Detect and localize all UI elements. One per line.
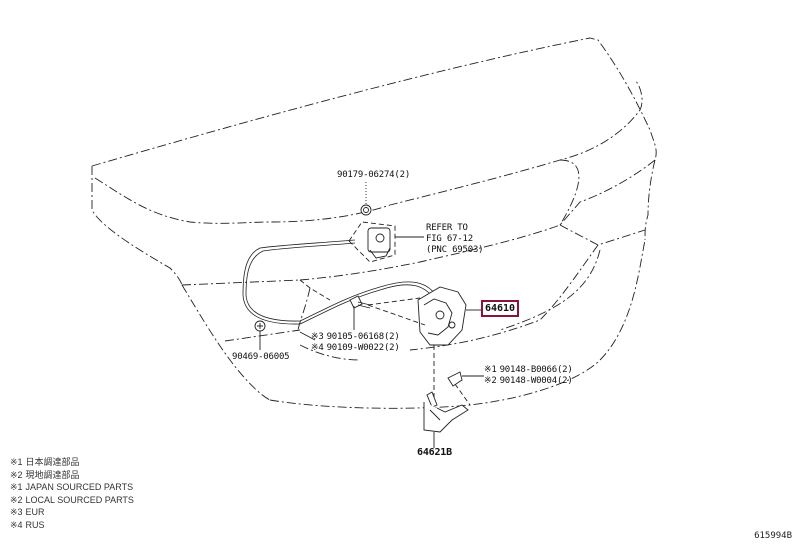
part-number-text: 90148-W0004(2) (499, 376, 573, 386)
legend-text: EUR (25, 507, 45, 517)
part-number-text: 90105-06168(2) (326, 332, 400, 342)
screw-part (447, 371, 484, 387)
refer-to-note[interactable]: REFER TO FIG 67-12 (PNC 69503) (426, 223, 484, 256)
trunk-lid-outline (91, 37, 657, 409)
part-number-90179-06274[interactable]: 90179-06274(2) (337, 170, 411, 180)
part-number-text: 90148-B0066(2) (499, 365, 573, 375)
legend-marker: ※2 (10, 494, 23, 505)
legend-marker: ※1 (10, 457, 23, 467)
legend-marker: ※4 (10, 519, 23, 530)
legend-marker: ※1 (484, 365, 497, 375)
legend-marker: ※1 (10, 482, 23, 492)
legend-marker: ※2 (484, 376, 497, 386)
legend-marker: ※2 (10, 469, 23, 480)
legend-text: JAPAN SOURCED PARTS (25, 482, 134, 492)
release-cable (242, 239, 439, 325)
legend-text: 日本調達部品 (25, 457, 80, 467)
figure-id: 615994B (754, 531, 792, 541)
part-number-64610-highlighted[interactable]: 64610 (481, 300, 519, 317)
part-number-90469-06005[interactable]: 90469-06005 (232, 352, 290, 362)
grommet-part (254, 320, 266, 350)
bolt-part (349, 295, 371, 330)
refer-line-2: FIG 67-12 (426, 234, 473, 244)
legend-text: LOCAL SOURCED PARTS (25, 494, 134, 505)
striker-part (423, 345, 471, 448)
refer-line-3: (PNC 69503) (426, 245, 484, 255)
legend-marker: ※4 (311, 343, 324, 353)
release-actuator-part (348, 182, 424, 263)
leader-line (299, 331, 316, 341)
trunk-lock-assembly-part (367, 286, 481, 346)
part-number-text: 90109-W0022(2) (326, 343, 400, 353)
legend-marker: ※3 (311, 332, 324, 342)
legend-text: RUS (25, 519, 45, 530)
part-number-64621B[interactable]: 64621B (417, 447, 452, 458)
legend-text: 現地調達部品 (25, 469, 80, 480)
refer-line-1: REFER TO (426, 223, 468, 233)
legend-marker: ※3 (10, 507, 23, 517)
